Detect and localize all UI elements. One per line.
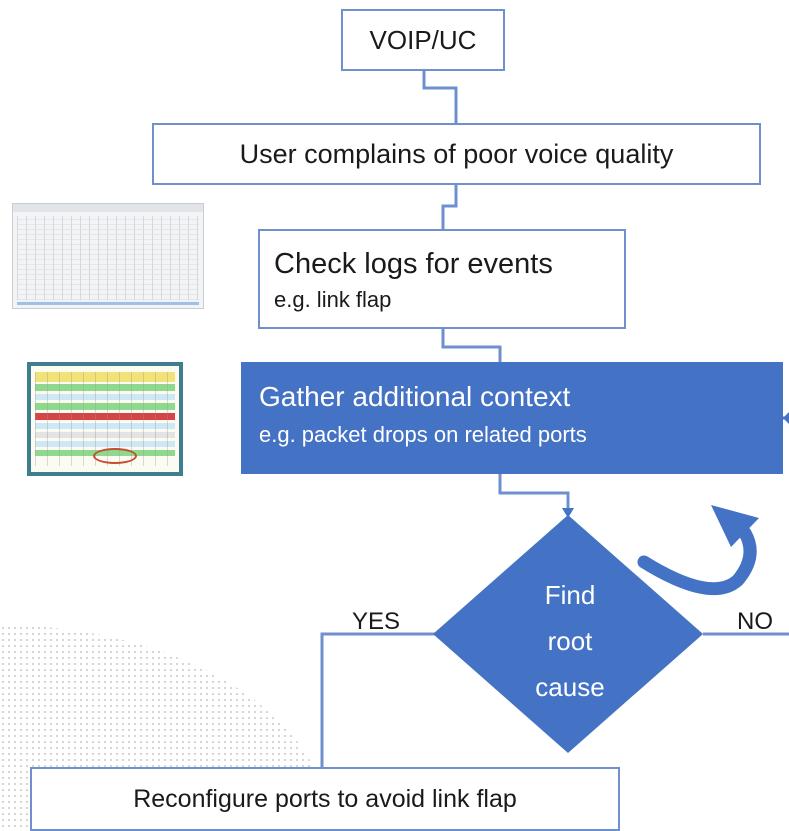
node-check-logs-title: Check logs for events <box>274 248 553 280</box>
node-check-logs: Check logs for events e.g. link flap <box>258 229 626 329</box>
decision-label-line3: cause <box>535 672 605 702</box>
connector-check-to-gather <box>441 329 502 362</box>
node-check-logs-example: e.g. link flap <box>274 287 392 312</box>
arrowhead-into-decision <box>562 508 574 518</box>
yes-label: YES <box>352 608 401 635</box>
node-reconfigure-ports-label: Reconfigure ports to avoid link flap <box>133 784 517 813</box>
decision-diamond <box>433 515 703 753</box>
connector-yes-branch <box>320 632 435 767</box>
node-user-complaint-label: User complains of poor voice quality <box>239 138 674 169</box>
node-gather-context: Gather additional context e.g. packet dr… <box>241 362 783 474</box>
decision-label-line1: Find <box>544 580 596 610</box>
packet-drops-table-thumbnail <box>27 362 183 476</box>
node-reconfigure-ports: Reconfigure ports to avoid link flap <box>30 767 620 831</box>
connector-gather-to-decision <box>498 474 570 512</box>
curved-loop-arrow-icon <box>637 505 759 596</box>
node-voip-uc: VOIP/UC <box>341 9 505 71</box>
connector-complaint-to-check <box>441 185 458 229</box>
decision-label: Find root cause <box>515 572 625 710</box>
decision-label-line2: root <box>547 626 593 656</box>
node-user-complaint: User complains of poor voice quality <box>152 123 761 185</box>
no-label: NO <box>737 608 773 635</box>
node-voip-uc-label: VOIP/UC <box>369 24 477 55</box>
connector-voip-to-complaint <box>422 71 458 123</box>
node-gather-context-title: Gather additional context <box>259 381 571 412</box>
log-table-thumbnail <box>12 203 204 309</box>
node-gather-context-example: e.g. packet drops on related ports <box>259 422 587 447</box>
